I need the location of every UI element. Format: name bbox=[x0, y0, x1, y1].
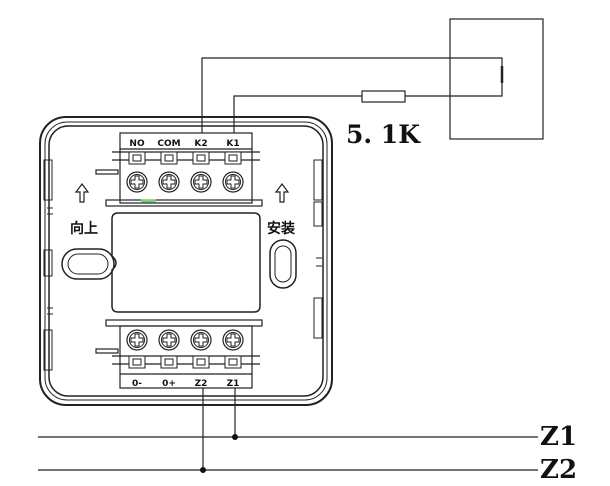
terminal-z1: Z1 bbox=[227, 379, 240, 389]
terminal-no: NO bbox=[129, 139, 145, 149]
screw-icon bbox=[126, 151, 148, 193]
junction-dot bbox=[200, 467, 206, 473]
up-arrow-icon bbox=[274, 183, 290, 203]
screw-icon bbox=[222, 329, 244, 369]
terminal-com: COM bbox=[157, 139, 180, 149]
bus-label-z2: Z2 bbox=[540, 455, 577, 485]
terminal-k1: K1 bbox=[226, 139, 239, 149]
up-arrow-icon bbox=[74, 183, 90, 203]
wire-k2 bbox=[201, 57, 503, 133]
screw-icon bbox=[126, 329, 148, 369]
wire-k1-return bbox=[405, 83, 503, 97]
label-install: 安装 bbox=[267, 220, 296, 237]
screw-icon bbox=[158, 329, 180, 369]
terminal-0-minus: 0- bbox=[132, 379, 142, 389]
screw-icon bbox=[158, 151, 180, 193]
junction-dot bbox=[232, 434, 238, 440]
screw-icon bbox=[222, 151, 244, 193]
label-up: 向上 bbox=[70, 220, 98, 237]
detector-box bbox=[449, 18, 544, 140]
screw-icon bbox=[190, 329, 212, 369]
terminal-z2: Z2 bbox=[195, 379, 208, 389]
module-housing bbox=[39, 116, 333, 406]
bus-label-z1: Z1 bbox=[540, 422, 577, 452]
terminal-k2: K2 bbox=[194, 139, 207, 149]
resistor-label: 5. 1K bbox=[346, 120, 421, 149]
bottom-terminal-block bbox=[95, 319, 263, 389]
screw-icon bbox=[190, 151, 212, 193]
resistor bbox=[361, 90, 406, 103]
wire-k1 bbox=[233, 95, 362, 133]
terminal-0-plus: 0+ bbox=[162, 379, 176, 389]
